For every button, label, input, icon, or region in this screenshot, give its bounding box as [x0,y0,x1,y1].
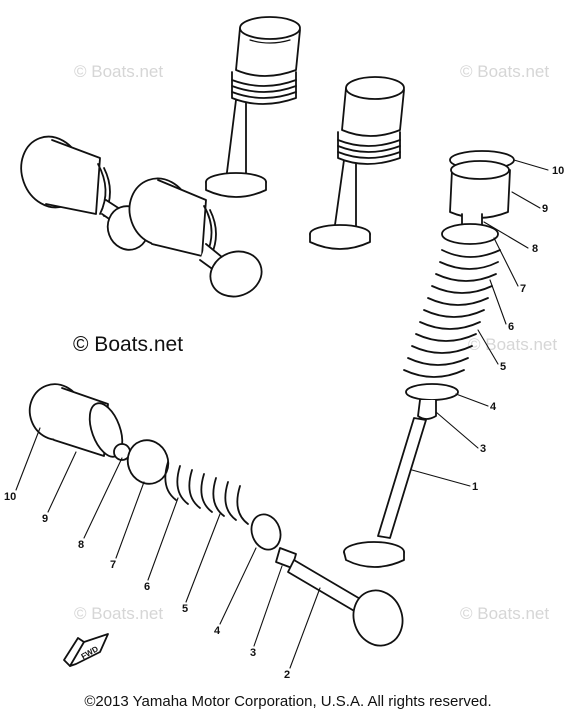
callout-1-right: 1 [472,481,478,493]
watermark-top-left: © Boats.net [74,62,164,81]
callout-10-left: 10 [4,491,16,503]
callout-7-right: 7 [520,283,526,295]
callout-9-right: 9 [542,203,548,215]
callout-4-left: 4 [214,625,221,637]
valve-assembly-top-center [205,16,301,198]
fwd-arrow-icon [63,633,109,667]
callout-5-left: 5 [182,603,188,615]
callout-3-left: 3 [250,647,256,659]
watermark-main: © Boats.net [73,333,184,356]
callout-3-right: 3 [480,443,486,455]
callout-9-left: 9 [42,513,48,525]
callout-numbers-left: 10 9 8 7 6 5 4 3 2 [4,491,290,681]
callout-6-right: 6 [508,321,514,333]
valve-assembly-middle [309,76,405,250]
watermark-bottom-right: © Boats.net [460,604,550,623]
callout-10-right: 10 [552,165,564,177]
watermark-top-right: © Boats.net [460,62,550,81]
callout-7-left: 7 [110,559,116,571]
watermark-bottom-left: © Boats.net [74,604,164,623]
valve-assembly-left-pair [20,135,263,298]
leader-lines-left [15,427,321,669]
callout-numbers-right: 10 9 8 7 6 5 4 3 1 [472,165,564,493]
watermark-mid-right: © Boats.net [468,335,558,354]
valve-assembly-bottom-exploded [28,383,404,647]
callout-6-left: 6 [144,581,150,593]
callout-8-left: 8 [78,539,84,551]
callout-2-left: 2 [284,669,290,681]
leader-lines-right [411,159,549,487]
copyright-notice: ©2013 Yamaha Motor Corporation, U.S.A. A… [84,693,492,710]
valve-assembly-right-exploded [343,150,515,568]
callout-8-right: 8 [532,243,538,255]
callout-5-right: 5 [500,361,506,373]
callout-4-right: 4 [490,401,497,413]
